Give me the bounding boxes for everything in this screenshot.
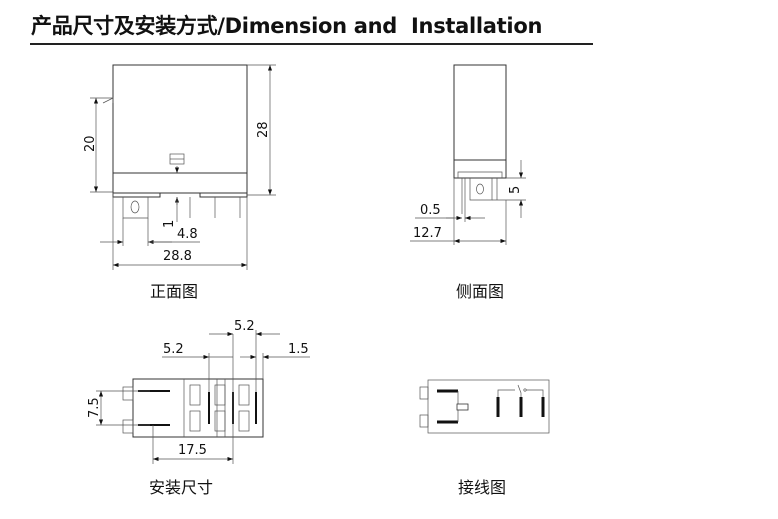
dim-pin-thickness: 0.5 xyxy=(420,203,441,218)
side-view: 5 0.5 12.7 侧面图 xyxy=(410,64,526,301)
caption-front-view: 正面图 xyxy=(150,282,198,301)
page-title: 产品尺寸及安装方式/Dimension and Installation xyxy=(31,14,543,38)
wiring-view: 接线图 xyxy=(419,379,550,497)
dim-tab-width: 4.8 xyxy=(177,227,198,242)
dim-height-body: 20 xyxy=(83,135,98,152)
front-view: 28 20 1 4.8 28.8 正面图 xyxy=(83,64,276,301)
dim-depth: 12.7 xyxy=(413,226,442,241)
coil-symbol xyxy=(456,403,469,411)
dim-pin-offset: 1 xyxy=(162,220,177,228)
relay-body xyxy=(112,64,248,194)
caption-wiring-view: 接线图 xyxy=(458,478,506,497)
dim-height-total: 28 xyxy=(256,121,271,138)
caption-side-view: 侧面图 xyxy=(456,282,504,301)
dim-edge: 1.5 xyxy=(288,342,309,357)
dim-width: 28.8 xyxy=(163,249,192,264)
dim-span: 17.5 xyxy=(178,443,207,458)
switch-contact xyxy=(497,384,544,397)
dim-coil-pitch: 7.5 xyxy=(87,397,102,418)
title-underline xyxy=(30,43,593,45)
dim-pitch-left: 5.2 xyxy=(163,342,184,357)
dim-pitch-top: 5.2 xyxy=(234,319,255,334)
dim-tab-height: 5 xyxy=(508,186,523,194)
caption-install-view: 安装尺寸 xyxy=(149,478,213,497)
install-view: 5.2 5.2 1.5 7.5 17.5 安装尺寸 xyxy=(87,319,310,497)
quick-connect-terminal xyxy=(122,197,149,219)
